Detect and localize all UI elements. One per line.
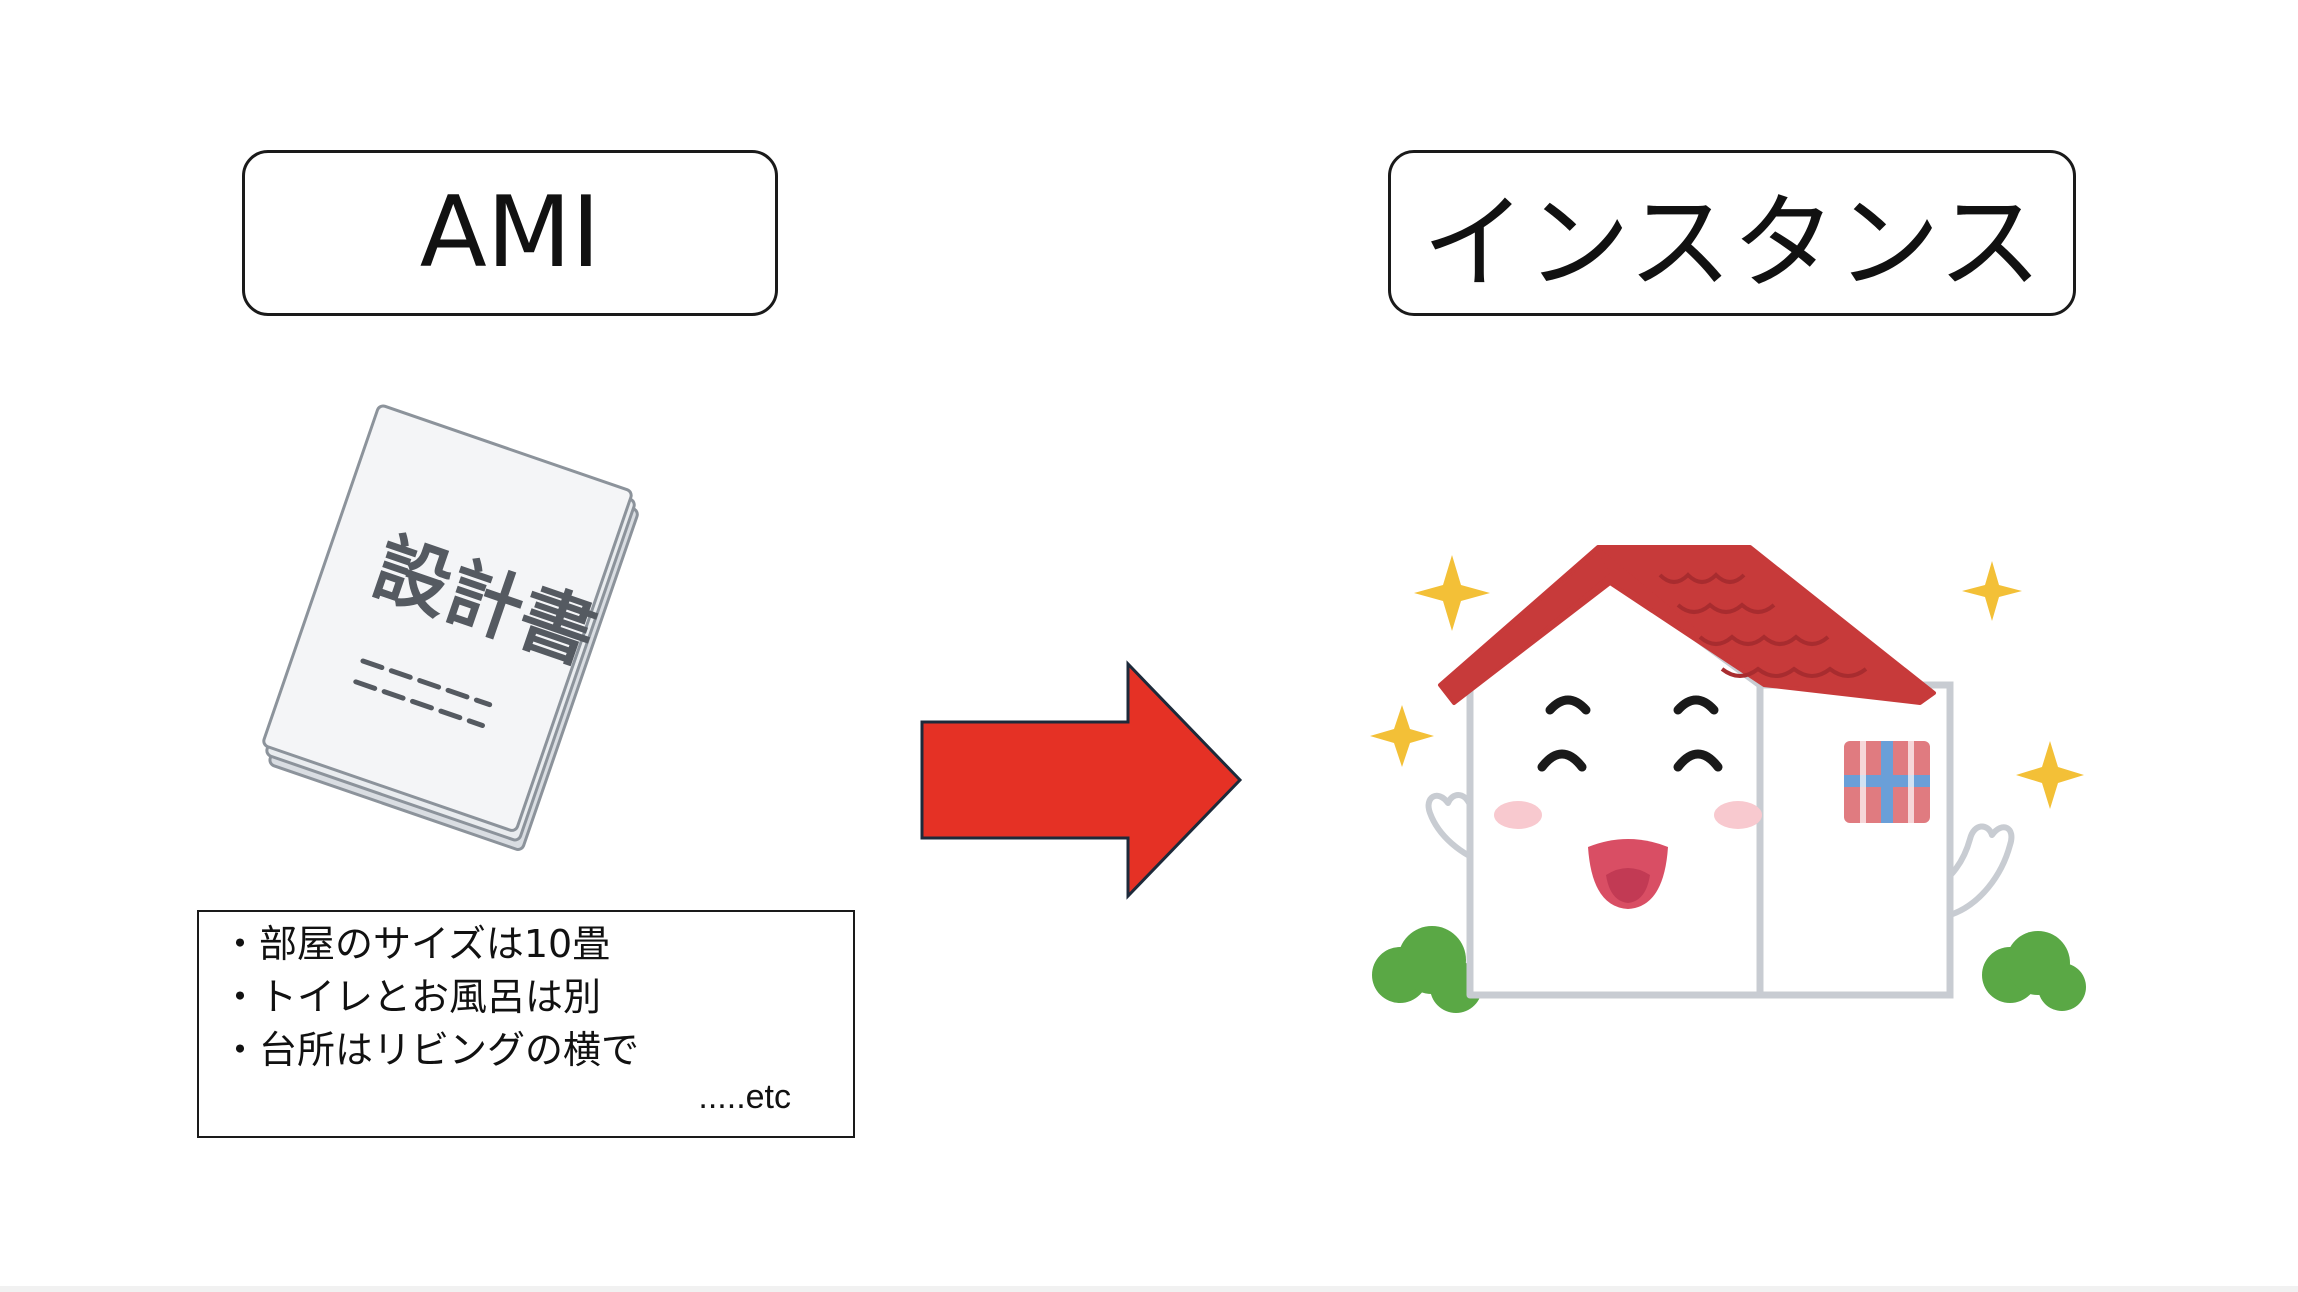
note-etc: .....etc xyxy=(698,1078,791,1116)
instance-label: インスタンス xyxy=(1422,181,2042,304)
instance-label-box: インスタンス xyxy=(1388,150,2076,316)
house-face xyxy=(1537,695,1723,772)
window-icon xyxy=(1844,741,1930,823)
sparkle-icons xyxy=(1370,555,2084,809)
note-line-kitchen: ・台所はリビングの横で xyxy=(221,1028,640,1072)
right-arrow-icon xyxy=(920,660,1243,900)
bush-icons xyxy=(1372,926,2086,1013)
note-line-bath-toilet: ・トイレとお風呂は別 xyxy=(221,975,602,1019)
smiling-house-icon xyxy=(1370,545,2086,1013)
ami-label-box: AMI xyxy=(242,150,778,316)
design-document-icon: 設計書 xyxy=(262,404,639,851)
footer-divider xyxy=(0,1286,2298,1292)
notes-box: ・部屋のサイズは10畳 ・トイレとお風呂は別 ・台所はリビングの横で .....… xyxy=(197,910,855,1138)
ami-label: AMI xyxy=(419,176,601,290)
note-line-room-size: ・部屋のサイズは10畳 xyxy=(221,922,611,966)
